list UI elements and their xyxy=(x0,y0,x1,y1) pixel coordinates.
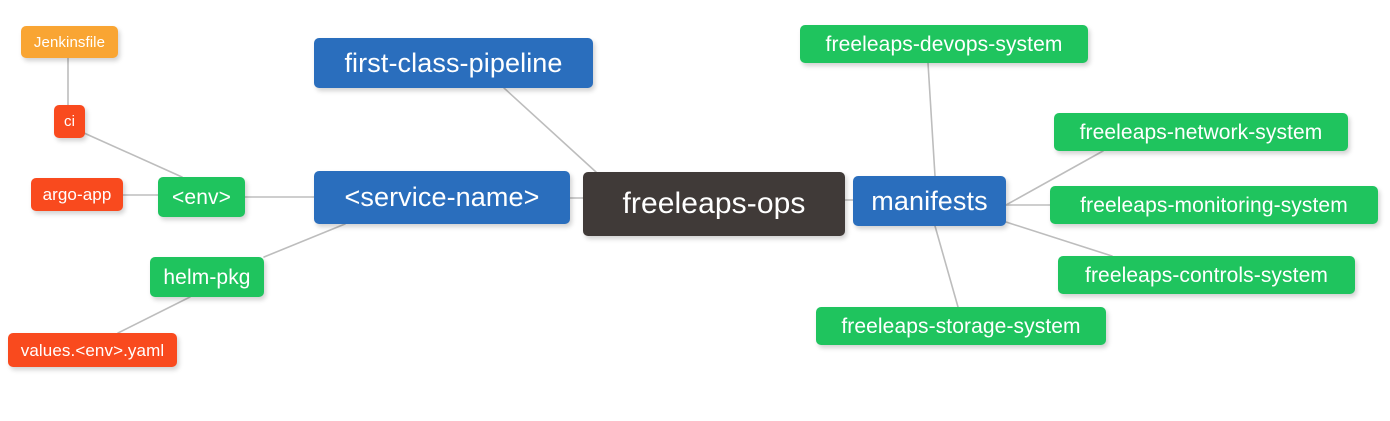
node-freeleaps-storage-system[interactable]: freeleaps-storage-system xyxy=(816,307,1106,345)
node-manifests[interactable]: manifests xyxy=(853,176,1006,226)
node-label-values-yaml: values.<env>.yaml xyxy=(20,340,165,360)
node-label-freeleaps-monitoring-system: freeleaps-monitoring-system xyxy=(1080,193,1348,217)
edge-first-class-pipeline-to-freeleaps-ops xyxy=(503,87,597,173)
edge-ci-to-env xyxy=(83,132,183,178)
node-freeleaps-ops[interactable]: freeleaps-ops xyxy=(583,172,845,236)
edge-helm-pkg-to-service-name xyxy=(263,223,346,258)
node-label-helm-pkg: helm-pkg xyxy=(163,265,251,289)
edge-manifests-to-freeleaps-storage-system xyxy=(934,225,959,308)
edge-manifests-to-freeleaps-controls-system xyxy=(1005,221,1113,257)
node-values-yaml[interactable]: values.<env>.yaml xyxy=(8,333,177,367)
node-label-manifests: manifests xyxy=(871,185,988,216)
node-label-first-class-pipeline: first-class-pipeline xyxy=(344,47,563,78)
node-label-env: <env> xyxy=(172,185,231,209)
node-label-freeleaps-ops: freeleaps-ops xyxy=(622,187,806,220)
node-freeleaps-network-system[interactable]: freeleaps-network-system xyxy=(1054,113,1348,151)
node-jenkinsfile[interactable]: Jenkinsfile xyxy=(21,26,118,58)
node-ci[interactable]: ci xyxy=(54,105,85,138)
edge-values-yaml-to-helm-pkg xyxy=(117,296,191,334)
node-label-service-name: <service-name> xyxy=(344,182,540,212)
node-env[interactable]: <env> xyxy=(158,177,245,217)
node-label-jenkinsfile: Jenkinsfile xyxy=(33,33,106,51)
node-label-argo-app: argo-app xyxy=(42,185,112,204)
node-freeleaps-devops-system[interactable]: freeleaps-devops-system xyxy=(800,25,1088,63)
node-argo-app[interactable]: argo-app xyxy=(31,178,123,211)
node-first-class-pipeline[interactable]: first-class-pipeline xyxy=(314,38,593,88)
node-service-name[interactable]: <service-name> xyxy=(314,171,570,224)
node-label-freeleaps-storage-system: freeleaps-storage-system xyxy=(841,314,1081,338)
node-label-freeleaps-controls-system: freeleaps-controls-system xyxy=(1085,263,1328,287)
node-freeleaps-monitoring-system[interactable]: freeleaps-monitoring-system xyxy=(1050,186,1378,224)
node-label-ci: ci xyxy=(63,113,76,130)
edge-manifests-to-freeleaps-devops-system xyxy=(927,62,936,177)
node-helm-pkg[interactable]: helm-pkg xyxy=(150,257,264,297)
node-label-freeleaps-network-system: freeleaps-network-system xyxy=(1079,120,1323,144)
node-freeleaps-controls-system[interactable]: freeleaps-controls-system xyxy=(1058,256,1355,294)
node-label-freeleaps-devops-system: freeleaps-devops-system xyxy=(825,32,1063,56)
